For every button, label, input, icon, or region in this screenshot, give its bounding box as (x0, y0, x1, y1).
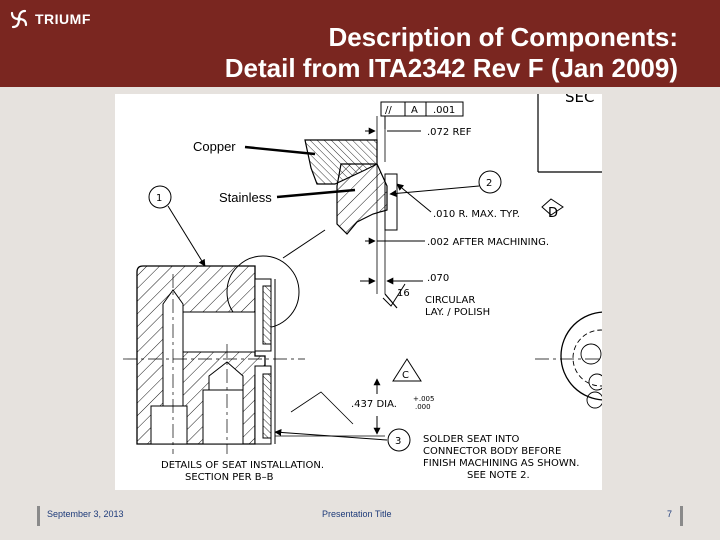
logo-text: TRIUMF (35, 11, 91, 27)
tolerance-symbol: // (385, 105, 392, 116)
title-line-2: Detail from ITA2342 Rev F (Jan 2009) (224, 53, 678, 83)
svg-text:3: 3 (395, 436, 401, 447)
svg-text:.000: .000 (415, 403, 431, 411)
svg-text:.002 AFTER MACHINING.: .002 AFTER MACHINING. (427, 237, 549, 248)
datum-flag-d-text: D (548, 206, 558, 221)
slide-footer: September 3, 2013 Presentation Title 7 (0, 500, 720, 540)
surface-finish-symbol: 16 CIRCULAR LAY. / POLISH (382, 283, 490, 318)
balloon-1: 1 (148, 185, 206, 267)
svg-text:2: 2 (486, 178, 492, 189)
triumf-swirl-icon (10, 9, 28, 29)
footer-bar-right (680, 506, 683, 526)
svg-text:.437 DIA.: .437 DIA. (351, 399, 397, 410)
dim-070: .070 (360, 273, 449, 285)
datum-flag-d (541, 198, 564, 216)
svg-text:.070: .070 (427, 273, 449, 284)
dim-radius: .010 R. MAX. TYP. D (396, 183, 564, 221)
tolerance-frame: // A .001 (380, 101, 464, 129)
dim-072-ref: .072 REF (365, 116, 472, 162)
stainless-leader (276, 188, 356, 199)
svg-text:CONNECTOR BODY BEFORE: CONNECTOR BODY BEFORE (423, 446, 561, 457)
footer-date: September 3, 2013 (47, 509, 124, 519)
ref-dimension: .072 REF (427, 127, 472, 138)
svg-text:SECTION PER B–B: SECTION PER B–B (185, 472, 274, 483)
connector-body-section (136, 265, 276, 445)
seat-section (304, 139, 398, 235)
title-block-fragment: SEC (537, 94, 602, 173)
svg-text:.010 R. MAX. TYP.: .010 R. MAX. TYP. (433, 209, 520, 220)
footer-bar-left (37, 506, 40, 526)
details-caption: DETAILS OF SEAT INSTALLATION. SECTION PE… (161, 460, 324, 483)
svg-text:DETAILS OF SEAT INSTALLATIO: DETAILS OF SEAT INSTALLATION. (161, 460, 324, 471)
svg-text:+.005: +.005 (413, 395, 434, 403)
svg-text:SOLDER SEAT INTO: SOLDER SEAT INTO (423, 434, 519, 445)
detail-leader (282, 229, 326, 259)
svg-text:16: 16 (397, 288, 410, 299)
centerlines (123, 274, 602, 454)
footer-page-number: 7 (667, 509, 673, 519)
title-line-1: Description of Components: (328, 22, 678, 52)
triumf-logo: TRIUMF (8, 8, 91, 30)
corner-text: SEC (565, 94, 594, 106)
balloon-2: 2 (389, 170, 502, 197)
svg-text:1: 1 (156, 193, 162, 204)
stainless-label: Stainless (219, 190, 272, 205)
end-view (560, 311, 602, 409)
svg-text:LAY. / POLISH: LAY. / POLISH (425, 307, 490, 318)
datum-flag-c-text: C (402, 370, 409, 381)
balloon-3: 3 (274, 428, 411, 452)
dim-after-machining: .002 AFTER MACHINING. (365, 164, 549, 294)
drawing-svg: SEC // A .001 .072 REF Copper (123, 94, 602, 483)
svg-text:SEE NOTE 2.: SEE NOTE 2. (467, 470, 530, 481)
slide-title: Description of Components: Detail from I… (118, 22, 678, 84)
dim-437-dia: .437 DIA. +.005 .000 (275, 378, 434, 437)
footer-presentation-title: Presentation Title (322, 509, 392, 519)
svg-text:FINISH MACHINING AS SHOWN.: FINISH MACHINING AS SHOWN. (423, 458, 579, 469)
copper-label: Copper (193, 139, 236, 154)
tolerance-datum: A (411, 105, 418, 116)
technical-drawing: SEC // A .001 .072 REF Copper (115, 94, 602, 490)
datum-c: C (392, 358, 422, 382)
tolerance-value: .001 (433, 105, 455, 116)
slide-header: TRIUMF Description of Components: Detail… (0, 0, 720, 87)
svg-text:CIRCULAR: CIRCULAR (425, 295, 475, 306)
copper-leader (244, 145, 316, 156)
solder-note: SOLDER SEAT INTO CONNECTOR BODY BEFORE F… (423, 434, 579, 481)
